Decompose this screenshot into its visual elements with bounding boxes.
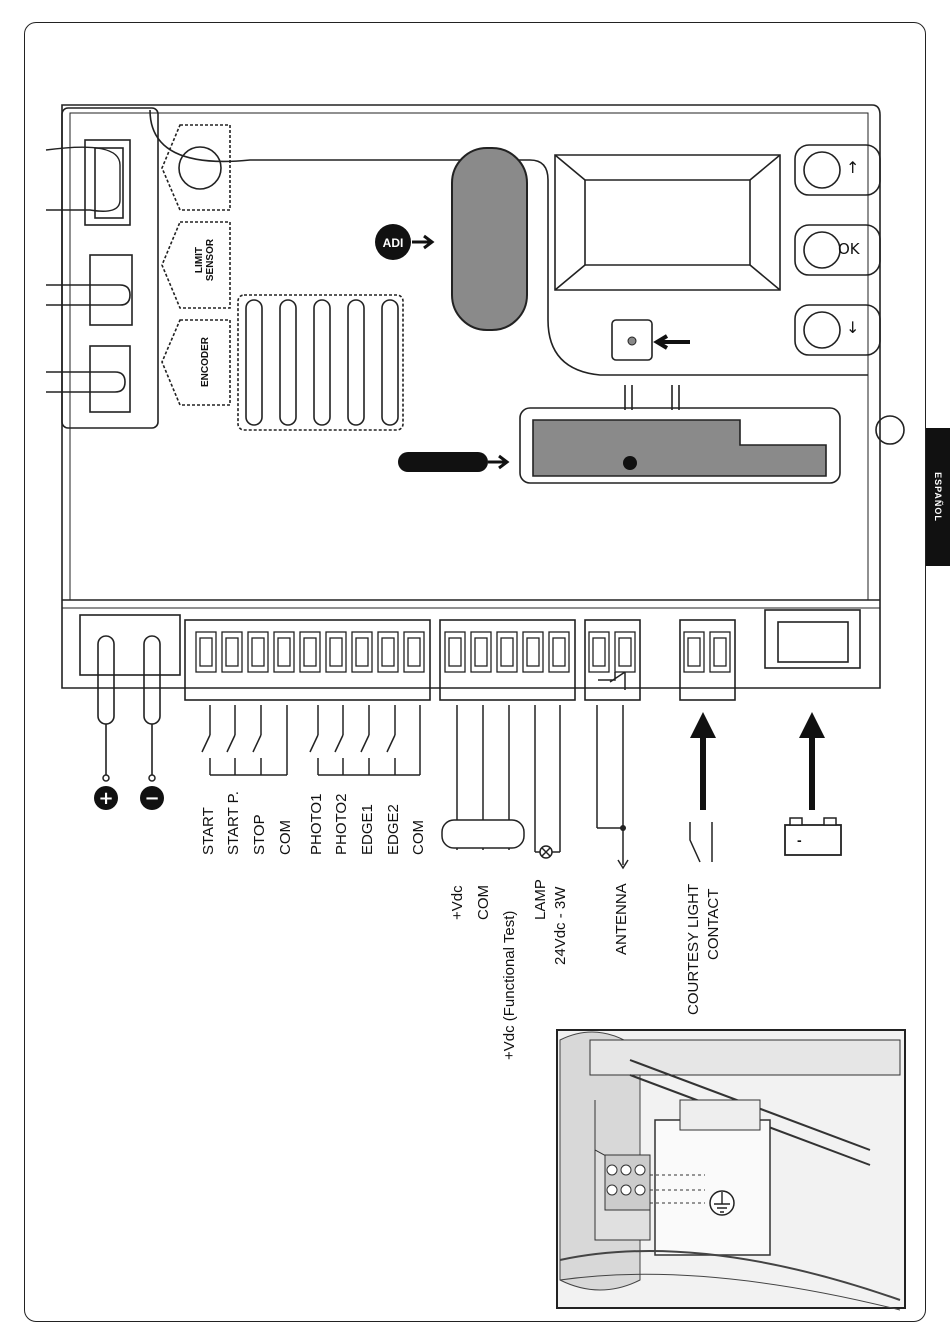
adi-badge-label: ADI xyxy=(383,236,404,250)
input-terminal-label: STOP xyxy=(251,814,268,855)
label-courtesy-light: COURTESY LIGHT xyxy=(685,884,702,1015)
battery-icon xyxy=(785,825,841,855)
input-terminal-label: COM xyxy=(277,820,294,855)
photo-inset xyxy=(557,1030,905,1310)
sensor-cap-1 xyxy=(162,125,230,210)
label-supply-com: COM xyxy=(475,885,492,920)
label-lamp: LAMP xyxy=(532,879,549,920)
ok-button[interactable]: OK xyxy=(838,240,860,258)
input-terminal-label: PHOTO1 xyxy=(308,794,325,855)
up-button[interactable]: ↑ xyxy=(846,158,859,177)
label-lamp-rating: 24Vdc - 3W xyxy=(552,887,569,965)
input-terminal-label: EDGE1 xyxy=(359,804,376,855)
up-button-frame xyxy=(795,145,880,195)
label-vdc-functional-test: +Vdc (Functional Test) xyxy=(501,911,518,1060)
adi-connector xyxy=(452,148,527,330)
input-terminal-label: EDGE2 xyxy=(385,804,402,855)
minus-sign: − xyxy=(144,788,159,809)
battery-minus: - xyxy=(797,832,802,848)
label-contact: CONTACT xyxy=(705,889,722,960)
input-terminal-label: START P. xyxy=(225,791,242,855)
label-vdc: +Vdc xyxy=(449,885,466,920)
plus-sign: + xyxy=(98,788,113,809)
input-terminal-label: START xyxy=(200,807,217,855)
input-terminal-label: PHOTO2 xyxy=(333,794,350,855)
encoder-label: ENCODER xyxy=(200,326,211,398)
label-antenna: ANTENNA xyxy=(613,883,630,955)
limit-sensor-label: LIMIT SENSOR xyxy=(194,226,216,294)
radio-card xyxy=(533,420,826,476)
input-terminal-label: COM xyxy=(410,820,427,855)
down-button[interactable]: ↓ xyxy=(846,318,859,337)
